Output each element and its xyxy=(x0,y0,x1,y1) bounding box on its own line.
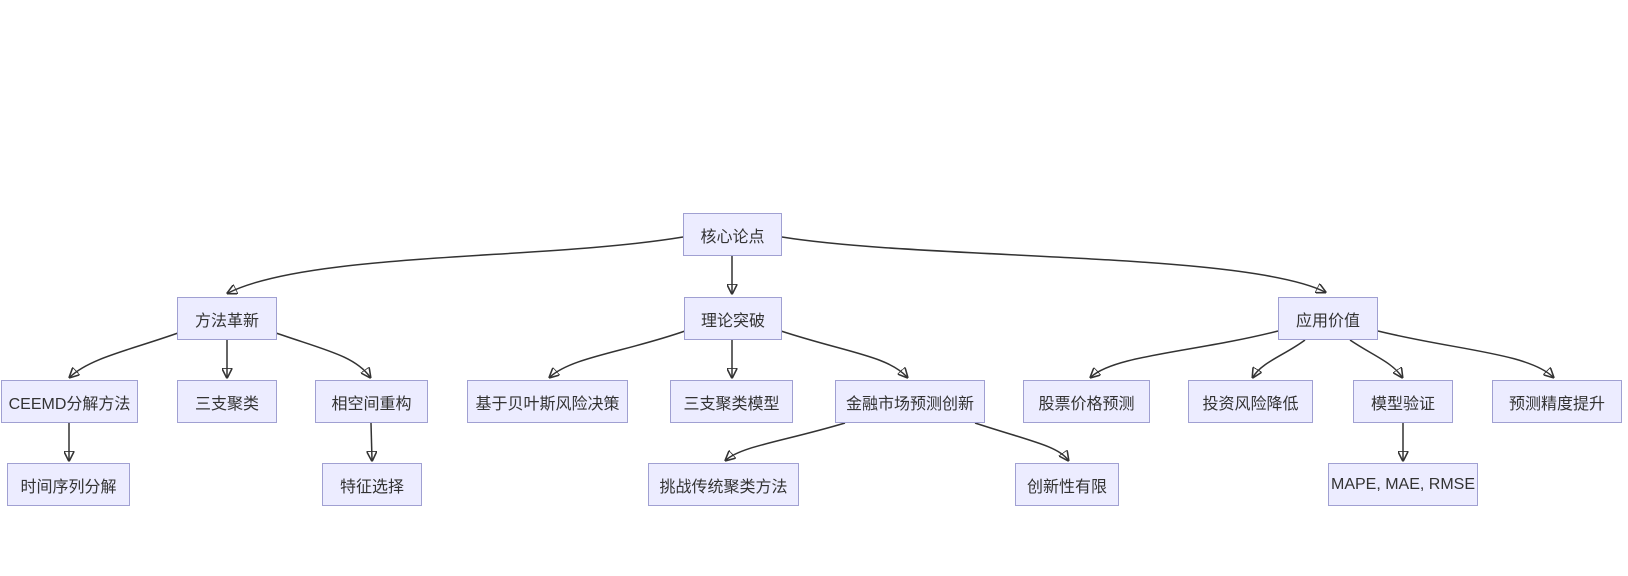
node-three-way-model: 三支聚类模型 xyxy=(670,380,793,423)
node-phase-space-label: 相空间重构 xyxy=(331,395,412,413)
edge-financial-innovation-limited-novelty xyxy=(974,422,1068,460)
node-time-series-decomposition: 时间序列分解 xyxy=(7,463,130,506)
node-bayes-risk-label: 基于贝叶斯风险决策 xyxy=(475,395,620,413)
node-metrics-label: MAPE, MAE, RMSE xyxy=(1330,475,1476,493)
node-core-label: 核心论点 xyxy=(700,228,765,246)
node-core: 核心论点 xyxy=(683,213,782,256)
node-financial-innovation-label: 金融市场预测创新 xyxy=(845,395,974,413)
edge-application-stock-prediction xyxy=(1091,330,1279,377)
node-financial-innovation: 金融市场预测创新 xyxy=(835,380,985,423)
node-method-label: 方法革新 xyxy=(194,312,259,330)
node-method: 方法革新 xyxy=(177,297,277,340)
node-stock-prediction: 股票价格预测 xyxy=(1023,380,1150,423)
node-theory: 理论突破 xyxy=(684,297,782,340)
node-feature-selection: 特征选择 xyxy=(322,463,422,506)
node-bayes-risk: 基于贝叶斯风险决策 xyxy=(467,380,628,423)
node-feature-selection-label: 特征选择 xyxy=(339,478,404,496)
node-theory-label: 理论突破 xyxy=(700,312,765,330)
node-metrics: MAPE, MAE, RMSE xyxy=(1328,463,1478,506)
node-accuracy-improvement-label: 预测精度提升 xyxy=(1508,395,1605,413)
node-time-series-decomposition-label: 时间序列分解 xyxy=(20,478,117,496)
node-challenge-traditional-label: 挑战传统聚类方法 xyxy=(659,478,788,496)
node-application: 应用价值 xyxy=(1278,297,1378,340)
node-stock-prediction-label: 股票价格预测 xyxy=(1038,395,1135,413)
edge-method-ceemd xyxy=(70,332,179,377)
node-risk-reduction-label: 投资风险降低 xyxy=(1202,395,1299,413)
node-limited-novelty: 创新性有限 xyxy=(1015,463,1119,506)
edge-phase-space-feature-selection xyxy=(371,422,372,460)
edge-application-risk-reduction xyxy=(1253,339,1306,377)
edge-method-phase-space xyxy=(275,332,370,377)
node-application-label: 应用价值 xyxy=(1295,312,1360,330)
edge-theory-bayes-risk xyxy=(550,330,686,377)
node-ceemd: CEEMD分解方法 xyxy=(1,380,138,423)
edge-theory-financial-innovation xyxy=(780,330,907,377)
edge-core-application xyxy=(781,236,1325,292)
node-risk-reduction: 投资风险降低 xyxy=(1188,380,1313,423)
node-limited-novelty-label: 创新性有限 xyxy=(1026,478,1107,496)
node-accuracy-improvement: 预测精度提升 xyxy=(1492,380,1622,423)
node-three-way-clustering: 三支聚类 xyxy=(177,380,277,423)
edge-core-method xyxy=(228,236,684,293)
node-model-validation-label: 模型验证 xyxy=(1370,395,1435,413)
edge-financial-innovation-challenge-traditional xyxy=(726,422,846,460)
node-ceemd-label: CEEMD分解方法 xyxy=(8,395,131,413)
node-phase-space: 相空间重构 xyxy=(315,380,428,423)
node-three-way-clustering-label: 三支聚类 xyxy=(194,395,259,413)
node-three-way-model-label: 三支聚类模型 xyxy=(683,395,780,413)
node-model-validation: 模型验证 xyxy=(1353,380,1453,423)
node-challenge-traditional: 挑战传统聚类方法 xyxy=(648,463,799,506)
edge-application-accuracy-improvement xyxy=(1377,330,1553,377)
edge-application-model-validation xyxy=(1349,339,1402,377)
